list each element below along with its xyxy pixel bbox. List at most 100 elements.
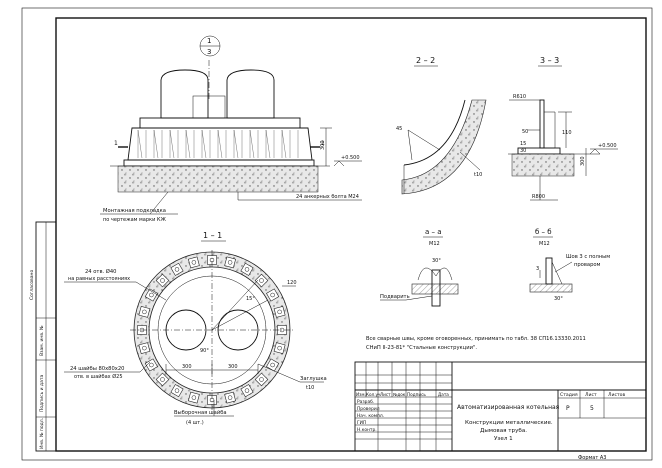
note-line-2: СНиП II-23-81* "Стальные конструкции". <box>366 345 477 351</box>
pad-sublabel: по чертежам марки КЖ <box>103 217 166 223</box>
stamp-agreed: Согласовано <box>29 270 35 300</box>
side-stamp: Согласовано Взам. инв. № Подпись и дата … <box>29 221 57 452</box>
plan-drain-label: Выборочная шайба <box>174 409 227 416</box>
detail-aa-title: а – а <box>425 228 442 236</box>
section-33-d50: 50 <box>522 129 528 135</box>
section-33-title: 3 – 3 <box>540 56 559 65</box>
detail-bb-weld-sub: проваром <box>574 262 601 268</box>
section-33-r610: R610 <box>513 94 526 100</box>
detail-bb-angle: 30° <box>554 296 563 302</box>
anchor-hole <box>174 267 180 272</box>
section-33-r800: R800 <box>532 194 545 200</box>
plan-holes-sublabel: на равных расстояниях <box>68 276 130 282</box>
anchor-hole <box>149 292 154 298</box>
plan-drain-sublabel: (4 шт.) <box>186 420 204 426</box>
anchor-hole <box>227 395 233 400</box>
tb-role-2: Проверил <box>357 406 380 412</box>
detail-b-b: б – б М12 30° Шов 3 с полным проваром 3 <box>529 228 610 302</box>
anchor-hole <box>270 362 275 368</box>
plan-1-1: 1 – 1 15° 90° 300 300 120 24 отв. Ø40 на… <box>64 231 327 426</box>
anchor-hole <box>149 362 154 368</box>
dim-300-elev: 300 <box>320 140 326 150</box>
plan-washers-sublabel: отв. в шайбах Ø25 <box>74 373 123 380</box>
detail-bb-weld: Шов 3 с полным <box>566 254 610 260</box>
callout-number: 1 <box>207 37 211 45</box>
anchor-hole <box>142 345 147 351</box>
anchor-hole <box>191 395 197 400</box>
section-33-d15: 15 <box>520 141 526 147</box>
plan-dim-300-a: 300 <box>182 364 192 370</box>
anchor-hole <box>244 267 250 272</box>
tb-h-stage: Стадия <box>560 392 578 398</box>
plan-dim-120: 120 <box>287 280 297 286</box>
stamp-sign: Подпись и дата <box>39 374 45 412</box>
stamp-replace: Взам. инв. № <box>39 325 45 356</box>
callout-sheet: 3 <box>207 48 211 56</box>
plan-plug-sublabel: t10 <box>306 385 314 391</box>
section-3-3: 3 – 3 R610 50 110 15 30 300 +0.500 R800 <box>508 56 618 201</box>
tb-h-data: Дата <box>438 392 449 397</box>
plan-washers <box>137 255 287 405</box>
sheet-format: Формат А3 <box>578 455 606 461</box>
tb-object: Автоматизированная котельная <box>457 404 560 411</box>
tb-desc-3: Узел 1 <box>494 436 513 442</box>
section-2-2: 2 – 2 45 t10 <box>396 56 487 195</box>
anchor-hole <box>259 278 264 283</box>
tb-role-3: Нач. компл. <box>357 413 384 419</box>
level-mark-elev: +0.500 <box>341 155 360 161</box>
tb-desc-1: Конструкции металлические. <box>465 420 553 426</box>
anchor-hole <box>270 292 275 298</box>
detail-a-a: а – а М12 30° Подварить <box>380 228 459 307</box>
section-33-d300: 300 <box>580 156 586 166</box>
detail-bb-num: 3 <box>536 266 539 272</box>
tb-role-5: Н.контр. <box>357 427 377 433</box>
tb-stage: Р <box>566 405 570 412</box>
anchor-hole <box>259 377 264 382</box>
detail-aa-label: Подварить <box>380 294 410 300</box>
title-block: Изм. Кол.уч Лист №док. Подпись Дата Разр… <box>354 361 647 452</box>
tb-role-4: ГИП <box>357 420 366 426</box>
bolts-label: 24 анкерных болта М24 <box>296 194 359 200</box>
tb-role-1: Разраб. <box>357 398 374 405</box>
section-22-t10: t10 <box>474 172 482 178</box>
tb-h-sheet: Лист <box>585 392 597 398</box>
tb-h-kol: Кол.уч <box>366 392 381 397</box>
plan-washers-label: 24 шайбы 80х80х20 <box>70 365 124 372</box>
detail-bb-title: б – б <box>535 228 552 236</box>
anchor-hole <box>160 278 165 283</box>
pad-label: Монтажная подкладка <box>103 208 166 214</box>
tb-h-ndok: №док. <box>393 392 407 397</box>
section-33-level: +0.500 <box>598 143 617 149</box>
cut-mark-right: 1 <box>321 140 325 147</box>
tb-h-izm: Изм. <box>356 392 366 397</box>
note-line-1: Все сварные швы, кроме оговоренных, прин… <box>366 336 586 342</box>
anchor-hole <box>142 309 147 315</box>
anchor-hole <box>244 388 250 393</box>
cut-mark-left: 1 <box>114 140 118 147</box>
detail-aa-angle: 30° <box>432 258 441 264</box>
tb-sheet: 5 <box>590 405 594 412</box>
stiffeners <box>137 129 299 159</box>
anchor-hole <box>227 260 233 265</box>
elevation-view: 1 3 1 1 300 +0.500 24 анкерных <box>100 35 362 223</box>
tb-desc-2: Дымовая труба. <box>480 428 527 434</box>
plan-angle: 15° <box>246 296 255 302</box>
detail-aa-scale: М12 <box>429 241 440 247</box>
detail-bb-scale: М12 <box>539 241 550 247</box>
plan-plug-label: Заглушка <box>300 376 327 382</box>
plan-11-title: 1 – 1 <box>203 231 222 240</box>
anchor-hole <box>277 345 282 351</box>
plan-dim-300-b: 300 <box>228 364 238 370</box>
stamp-inv: Инв. № подл. <box>39 418 45 449</box>
anchor-hole <box>160 377 165 382</box>
tb-h-sheets: Листов <box>608 392 625 398</box>
tb-h-list: Лист <box>380 392 391 397</box>
section-22-dim45: 45 <box>396 126 402 132</box>
anchor-hole <box>191 260 197 265</box>
plan-angle-90: 90° <box>200 348 209 354</box>
sheet-frame <box>21 7 653 461</box>
anchor-hole <box>277 309 282 315</box>
tb-h-podp: Подпись <box>407 392 426 397</box>
anchor-hole <box>174 388 180 393</box>
